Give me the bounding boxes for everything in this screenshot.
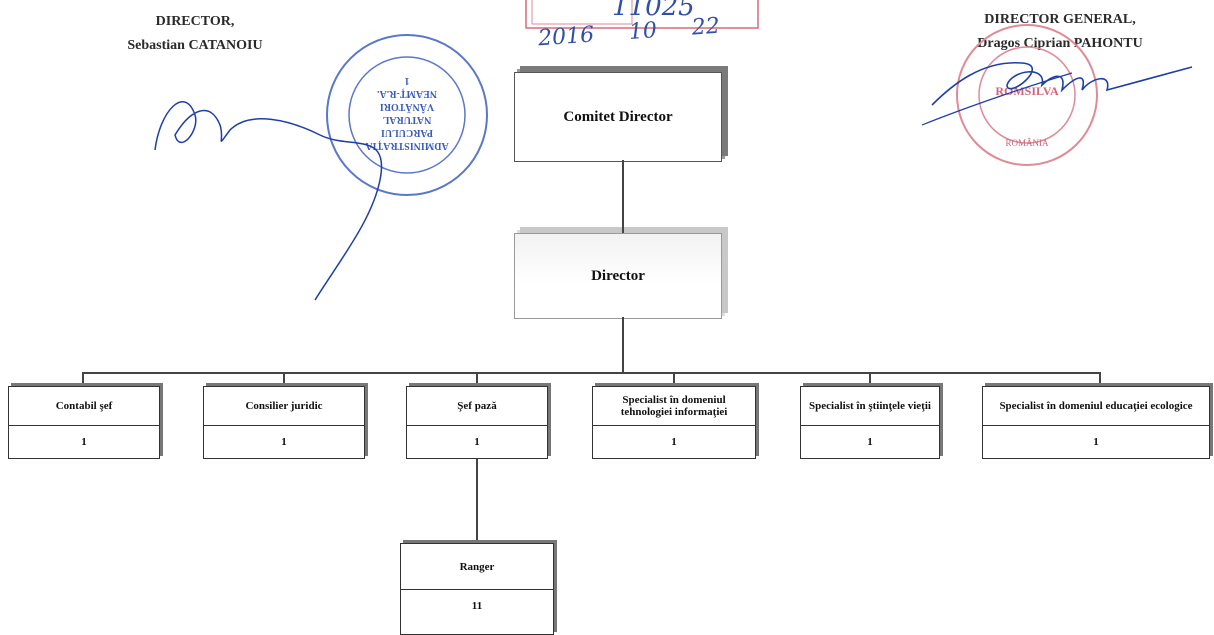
position-box-specialist-educatie-ecologica: Specialist în domeniul educaţiei ecologi…: [982, 386, 1210, 459]
left-signatory-name: Sebastian CATANOIU: [127, 38, 263, 53]
position-count: 1: [281, 436, 287, 448]
right-signature: [921, 62, 1193, 126]
director-box: Director: [514, 233, 722, 319]
comitet-director-box: Comitet Director: [514, 72, 722, 162]
position-count: 1: [867, 436, 873, 448]
position-count: 1: [474, 436, 480, 448]
position-count: 1: [1093, 436, 1099, 448]
position-title: Contabil şef: [9, 387, 159, 426]
registration-stamp: [525, 0, 759, 29]
position-title: Şef pază: [407, 387, 547, 426]
connector-sef-paza-ranger: [476, 457, 478, 543]
position-title: Specialist în domeniul tehnologiei infor…: [593, 387, 755, 426]
connector-drop: [869, 372, 871, 386]
registration-number-handwritten: 11025: [612, 0, 695, 22]
comitet-director-label: Comitet Director: [563, 108, 673, 125]
position-box-sef-paza: Şef pază 1: [406, 386, 548, 459]
romsilva-seal: ROMSILVA ROMÂNIA: [952, 20, 1102, 170]
park-seal-rings: [326, 34, 488, 196]
connector-drop: [82, 372, 84, 386]
director-label: Director: [591, 267, 645, 284]
romsilva-seal-rings: [956, 24, 1098, 166]
connector-comitet-director: [622, 160, 624, 233]
romsilva-seal-ring: ROMÂNIA: [1005, 138, 1049, 148]
position-count: 1: [671, 436, 677, 448]
left-signature: [154, 101, 383, 301]
park-seal: ADMINISTRAȚIA PARCULUI NATURAL VÂNĂTORI …: [322, 30, 492, 200]
connector-director-bus: [622, 317, 624, 373]
position-title: Specialist în domeniul educaţiei ecologi…: [983, 387, 1209, 426]
position-title: Consilier juridic: [204, 387, 364, 426]
connector-drop: [1099, 372, 1101, 386]
position-box-ranger: Ranger 11: [400, 543, 554, 635]
position-title: Specialist în ştiinţele vieţii: [801, 387, 939, 426]
position-title: Ranger: [401, 544, 553, 590]
horizontal-bus: [82, 372, 1100, 374]
romsilva-seal-center: ROMSILVA: [995, 84, 1059, 98]
connector-drop: [283, 372, 285, 386]
connector-drop: [476, 372, 478, 386]
position-box-consilier-juridic: Consilier juridic 1: [203, 386, 365, 459]
left-signatory-title: DIRECTOR,: [155, 14, 235, 29]
position-count: 11: [471, 600, 483, 612]
position-box-specialist-stiintele-vietii: Specialist în ştiinţele vieţii 1: [800, 386, 940, 459]
position-box-specialist-it: Specialist în domeniul tehnologiei infor…: [592, 386, 756, 459]
right-signatory: DIRECTOR GENERAL, Dragos Ciprian PAHONTU: [930, 8, 1190, 56]
position-box-contabil-sef: Contabil şef 1: [8, 386, 160, 459]
connector-drop: [673, 372, 675, 386]
left-signatory: DIRECTOR, Sebastian CATANOIU: [95, 10, 295, 58]
position-count: 1: [81, 436, 87, 448]
right-signatory-title: DIRECTOR GENERAL,: [984, 12, 1136, 27]
